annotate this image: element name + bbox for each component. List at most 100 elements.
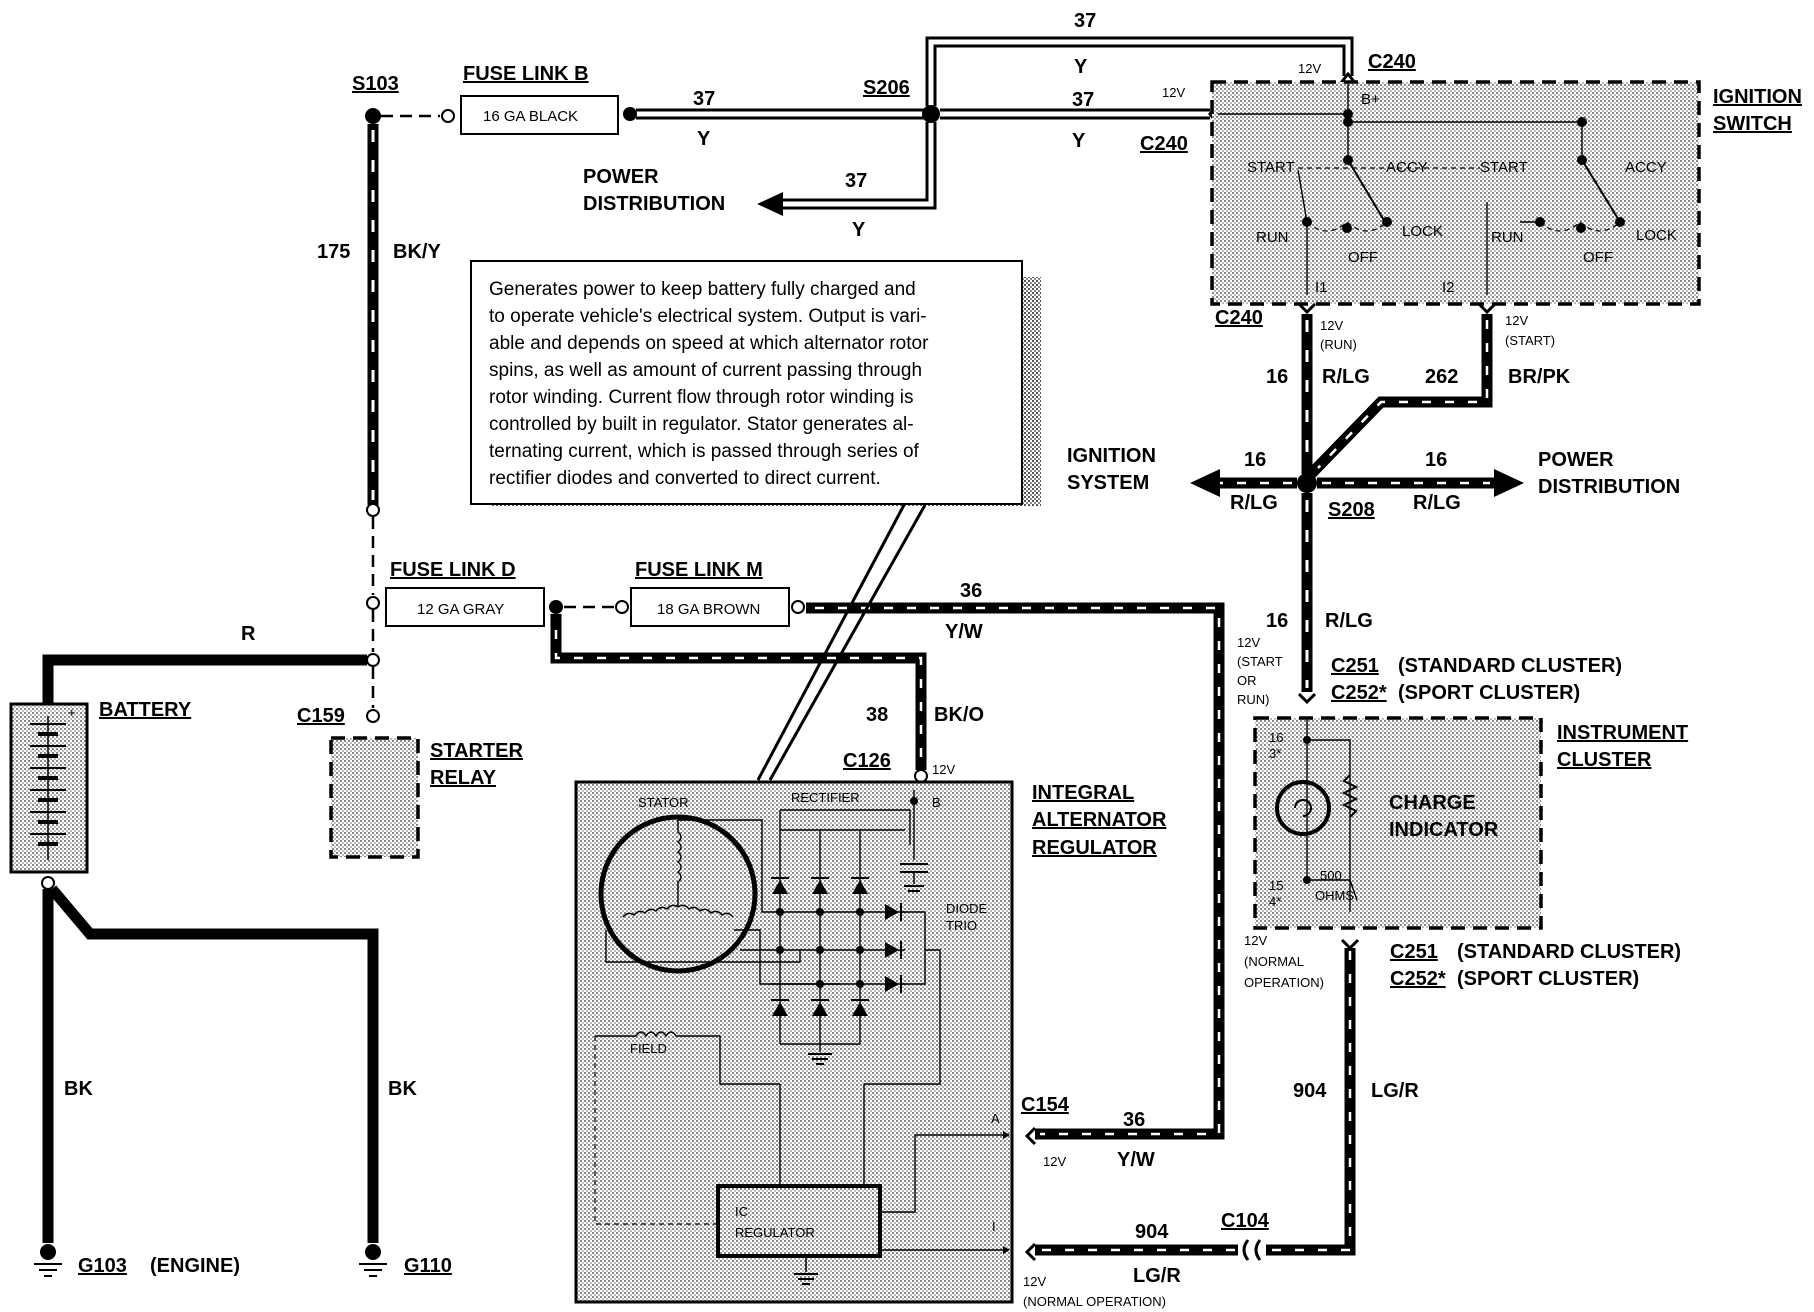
- ic-regulator-label-1: IC: [735, 1204, 748, 1219]
- wire-36-number-b: 36: [1123, 1109, 1145, 1131]
- battery-plus-sign: +: [68, 705, 76, 720]
- s103-splice-group: S103: [352, 73, 399, 124]
- switch-1-run: RUN: [1256, 229, 1289, 246]
- switch-2-positions-arc: [1539, 221, 1621, 232]
- alternator-label-1: INTEGRAL: [1032, 782, 1134, 804]
- wire-37-power-dist-inner: [780, 122, 937, 210]
- wire-38-bko: [550, 614, 927, 770]
- run-voltage: 12V: [1320, 318, 1343, 333]
- power-distribution-arrow-right: [1494, 469, 1524, 497]
- ignition-switch: IGNITION SWITCH B+ START ACCY RUN OFF LO…: [1210, 80, 1802, 306]
- battery-cell-plates: [30, 723, 66, 846]
- fuse-link-m-rating: 18 GA BROWN: [657, 601, 760, 618]
- rectifier-ground: [808, 1053, 832, 1065]
- ic-regulator-box: [716, 1184, 882, 1258]
- battery-label: BATTERY: [99, 699, 192, 721]
- fuse-link-m-box: [630, 587, 790, 627]
- charge-indicator-label-1: CHARGE: [1389, 792, 1476, 814]
- resistor-label-1: 500: [1320, 868, 1342, 883]
- wire-16-number-d: 16: [1266, 610, 1288, 632]
- wire-16-number-b: 16: [1244, 449, 1266, 471]
- ignition-switch-label-2: SWITCH: [1713, 113, 1792, 135]
- c104-connector: C104: [1221, 1210, 1270, 1262]
- c251-top-label: C251: [1331, 655, 1379, 677]
- regulator-i-normal-operation: (NORMAL OPERATION): [1023, 1294, 1166, 1309]
- switch-1-wiper: [1347, 159, 1386, 223]
- c240-start-connector-symbol: [1477, 302, 1497, 315]
- switch-2-run: RUN: [1491, 229, 1524, 246]
- cluster-bottom-voltage: 12V: [1244, 933, 1267, 948]
- instrument-cluster: INSTRUMENT CLUSTER CHARGE INDICATOR 16 3…: [1253, 716, 1688, 930]
- switch-2-off: OFF: [1583, 249, 1613, 266]
- c159-terminal: [366, 709, 380, 723]
- c240-top-label: C240: [1368, 51, 1416, 73]
- integral-alternator-regulator: INTEGRAL ALTERNATOR REGULATOR STATOR REC…: [574, 780, 1167, 1304]
- stator-coil-right: [677, 904, 734, 918]
- rectifier-diodes-lower: [771, 999, 869, 1016]
- stator-coil-left: [622, 904, 679, 918]
- b-plus-label: B+: [1361, 91, 1380, 108]
- alternator-description-callout: Generates power to keep battery fully ch…: [470, 260, 1041, 781]
- wire-175-color: BK/Y: [393, 241, 441, 263]
- callout-line-2: to operate vehicle's electrical system. …: [489, 306, 927, 327]
- wire-37-loop-outer: [925, 36, 1354, 106]
- ignition-system-arrow: [1190, 469, 1220, 497]
- wire-37-color-b: Y: [1072, 130, 1086, 152]
- wire-37-number-d: 37: [845, 170, 867, 192]
- fuse-link-d-title: FUSE LINK D: [390, 559, 516, 581]
- s208-label: S208: [1328, 499, 1375, 521]
- c252-bottom-label: C252*: [1390, 968, 1446, 990]
- wire-175-terminal: [366, 503, 380, 517]
- wire-16-color-a: R/LG: [1322, 366, 1370, 388]
- callout-line-3: able and depends on speed at which alter…: [489, 333, 929, 354]
- c240-left-label: C240: [1140, 133, 1188, 155]
- callout-pointer: [756, 504, 927, 781]
- s208-splice-group: S208: [1297, 473, 1375, 521]
- diode-trio-label-1: DIODE: [946, 901, 988, 916]
- fuse-d-input-terminal: [366, 596, 380, 610]
- regulator-a-line: [880, 1134, 1003, 1213]
- g103-dot: [40, 1244, 56, 1260]
- switch-1-start: START: [1247, 159, 1295, 176]
- fuse-d-output-dot: [549, 600, 563, 614]
- wire-36-color-a: Y/W: [945, 621, 983, 643]
- ground-g110: G110: [359, 1244, 452, 1277]
- cluster-pin-16: 16: [1269, 730, 1283, 745]
- wire-262-color: BR/PK: [1508, 366, 1571, 388]
- wire-16-color-c: R/LG: [1413, 492, 1461, 514]
- wire-36-start-or-run-3: RUN): [1237, 692, 1270, 707]
- wire-38-color: BK/O: [934, 704, 984, 726]
- cluster-pin-4: 4*: [1269, 894, 1281, 909]
- callout-box: [470, 260, 1023, 505]
- c154-symbol: [1024, 1126, 1037, 1146]
- regulator-i-voltage: 12V: [1023, 1274, 1046, 1289]
- switch-1-i1: I1: [1315, 279, 1328, 296]
- power-distribution-arrow-top: [757, 192, 783, 216]
- wire-262-brpk-stripe: [1317, 320, 1489, 469]
- ground-g103: G103 (ENGINE): [34, 1244, 240, 1277]
- alternator-label-3: REGULATOR: [1032, 837, 1157, 859]
- wire-r-color: R: [241, 623, 256, 645]
- fuse-link-d-box: [385, 587, 545, 627]
- cluster-bottom-normal-1: (NORMAL: [1244, 954, 1304, 969]
- battery: + BATTERY: [9, 699, 192, 874]
- wire-904-color-a: LG/R: [1133, 1265, 1181, 1287]
- c252-bottom-note: (SPORT CLUSTER): [1457, 968, 1639, 990]
- callout-line-7: ternating current, which is passed throu…: [489, 441, 920, 462]
- wire-37-color-c: Y: [1074, 56, 1088, 78]
- regulator-a-arrow: [1003, 1131, 1010, 1139]
- switch-2-wiper: [1581, 159, 1621, 223]
- fuse-link-m-title: FUSE LINK M: [635, 559, 763, 581]
- rectifier-phase-lines: [740, 911, 905, 1052]
- c154-connector: C154 12V 36 Y/W: [1021, 1094, 1155, 1171]
- s206-label: S206: [863, 77, 910, 99]
- switch-1-accy: ACCY: [1386, 159, 1428, 176]
- fuse-link-d-rating: 12 GA GRAY: [417, 601, 504, 618]
- callout-line-8: rectifier diodes and converted to direct…: [489, 468, 881, 489]
- c240-bottom-label: C240: [1215, 307, 1263, 329]
- wire-175-number: 175: [317, 241, 350, 263]
- c251-top-connector-symbol: [1297, 692, 1317, 705]
- wire-r-battery: [42, 654, 367, 706]
- battery-negative-terminal: [41, 876, 55, 890]
